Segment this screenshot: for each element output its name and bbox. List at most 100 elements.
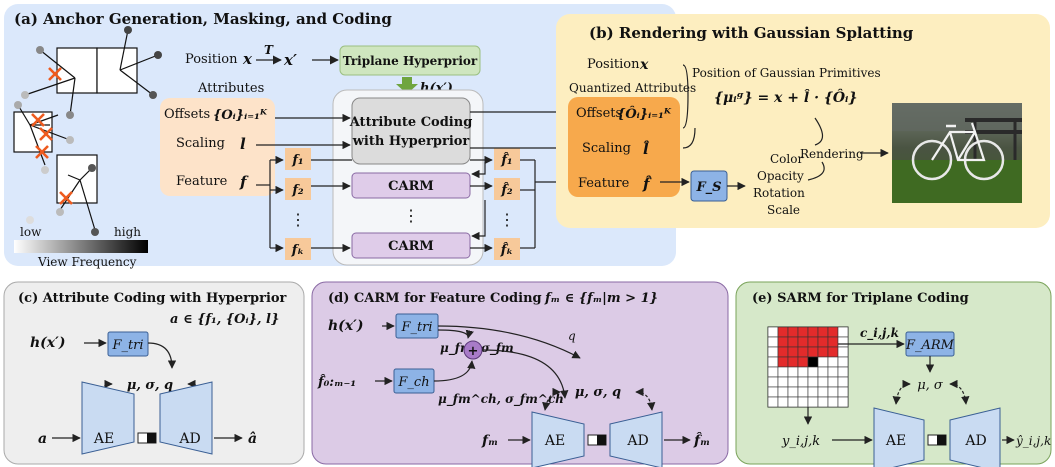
- offsets-math: {Oᵢ}ᵢ₌₁ᴷ: [213, 108, 268, 123]
- grid-cell: [837, 356, 849, 368]
- grid-cell: [827, 356, 839, 368]
- d-sum-out-arrow: [481, 349, 569, 399]
- grid-cell: [797, 356, 809, 368]
- d-hx-label: h(x′): [328, 318, 363, 334]
- c-ftri-box: [107, 331, 149, 357]
- f2-chip: [285, 178, 311, 200]
- d-bitstream-fill: [597, 435, 606, 445]
- d-ftri-to-sum: [437, 329, 474, 339]
- grid-cell: [817, 326, 829, 338]
- fhat-vdots: ⋮: [499, 210, 515, 229]
- c-ftri-label: F_tri: [111, 338, 143, 353]
- f1-hat-chip: [494, 148, 520, 170]
- position-label: Position: [185, 52, 238, 67]
- f1-chip: [285, 148, 311, 170]
- grid-cell: [777, 396, 789, 408]
- grid-cell: [797, 346, 809, 358]
- grid-cell: [767, 326, 779, 338]
- triplane-grid: [767, 326, 849, 408]
- e-output-label: ŷ_i,j,k: [1015, 434, 1051, 448]
- e-params-label: μ, σ: [917, 378, 944, 393]
- grid-cell: [787, 356, 799, 368]
- fk-hat-chip: [494, 238, 520, 260]
- rendered-bicycle-image: [892, 103, 1022, 203]
- grid-cell: [767, 386, 779, 398]
- grid-cell: [777, 386, 789, 398]
- grid-cell: [797, 336, 809, 348]
- c-ad-label: AD: [178, 431, 200, 447]
- d-mu-sigma-ch: μ_fm^ch, σ_fm^ch: [438, 392, 564, 407]
- scaling-label: Scaling: [176, 136, 225, 151]
- grid-cell: [797, 376, 809, 388]
- panel-c-title: (c) Attribute Coding with Hyperprior: [18, 291, 287, 306]
- c-ad-decoder: [159, 381, 213, 455]
- carm-box-k: [351, 232, 471, 259]
- grid-cell: [807, 396, 819, 408]
- scaling-to-bracket-line: [682, 127, 696, 149]
- grid-cell: [837, 326, 849, 338]
- f2-hat-chip: [494, 178, 520, 200]
- masked-cross-icons: [31, 67, 73, 205]
- rendering-curve-bottom: [807, 161, 825, 181]
- grid-cell: [827, 376, 839, 388]
- color-label: Color: [770, 152, 803, 166]
- grid-cell: [817, 366, 829, 378]
- grid-cell: [807, 336, 819, 348]
- grid-cell: [817, 356, 829, 368]
- grid-cell: [797, 326, 809, 338]
- grid-cell: [827, 346, 839, 358]
- grid-cell: [837, 376, 849, 388]
- d-input-label: fₘ: [481, 433, 498, 449]
- grid-cell: [787, 396, 799, 408]
- e-ad-decoder: [949, 407, 1001, 467]
- b-scaling-label: Scaling: [582, 141, 631, 156]
- feature-label: Feature: [176, 174, 228, 189]
- grid-cell: [767, 396, 779, 408]
- grid-cell: [807, 356, 819, 368]
- panel-d-title: (d) CARM for Feature Coding: [328, 291, 542, 306]
- primitives-equation: {μᵢᵍ} = x + l̂ · {Ôᵢ}: [714, 88, 857, 106]
- e-params-to-ae: [892, 379, 911, 405]
- attributes-label: Attributes: [197, 81, 264, 96]
- grid-cell: [767, 366, 779, 378]
- primitives-label: Position of Gaussian Primitives: [692, 66, 881, 80]
- panel-c-background: [3, 281, 305, 465]
- grid-cell: [797, 396, 809, 408]
- b-offsets-label: Offsets: [576, 106, 622, 121]
- f2-hat-label: f̂₂: [500, 182, 513, 198]
- c-output-label: â: [248, 431, 257, 447]
- grid-cell: [817, 346, 829, 358]
- grid-cell: [787, 386, 799, 398]
- e-farm-label: F_ARM: [905, 338, 955, 353]
- grid-cell: [817, 396, 829, 408]
- grid-cell: [777, 336, 789, 348]
- d-fch-to-sum: [433, 360, 476, 382]
- grid-cell: [807, 366, 819, 378]
- panel-e-title: (e) SARM for Triplane Coding: [752, 291, 969, 306]
- e-ae-encoder: [873, 407, 925, 467]
- d-params-to-ad: [635, 387, 656, 411]
- grid-cell: [807, 386, 819, 398]
- scale-label: Scale: [767, 203, 800, 217]
- attributes-box: [160, 98, 275, 196]
- grid-cell: [767, 376, 779, 388]
- d-q-label: q: [568, 329, 576, 343]
- grid-cell: [837, 336, 849, 348]
- view-frequency-label: View Frequency: [37, 255, 137, 269]
- d-fhat-in-label: f̂₀:ₘ₋₁: [317, 374, 356, 390]
- grid-cell: [787, 376, 799, 388]
- d-ftri-label: F_tri: [400, 320, 432, 335]
- panel-d-background: [311, 281, 729, 465]
- grid-cell: [827, 366, 839, 378]
- b-feature-var: f̂: [642, 175, 652, 193]
- fk-hat-label: f̂ₖ: [500, 242, 513, 258]
- grid-cell: [777, 346, 789, 358]
- d-params-to-ae: [542, 387, 561, 411]
- panel-b-title: (b) Rendering with Gaussian Splatting: [589, 24, 914, 42]
- d-fch-label: F_ch: [397, 375, 429, 390]
- grid-cell: [777, 326, 789, 338]
- low-label: low: [20, 225, 42, 239]
- f2-label: f₂: [291, 183, 304, 198]
- grid-cell: [827, 386, 839, 398]
